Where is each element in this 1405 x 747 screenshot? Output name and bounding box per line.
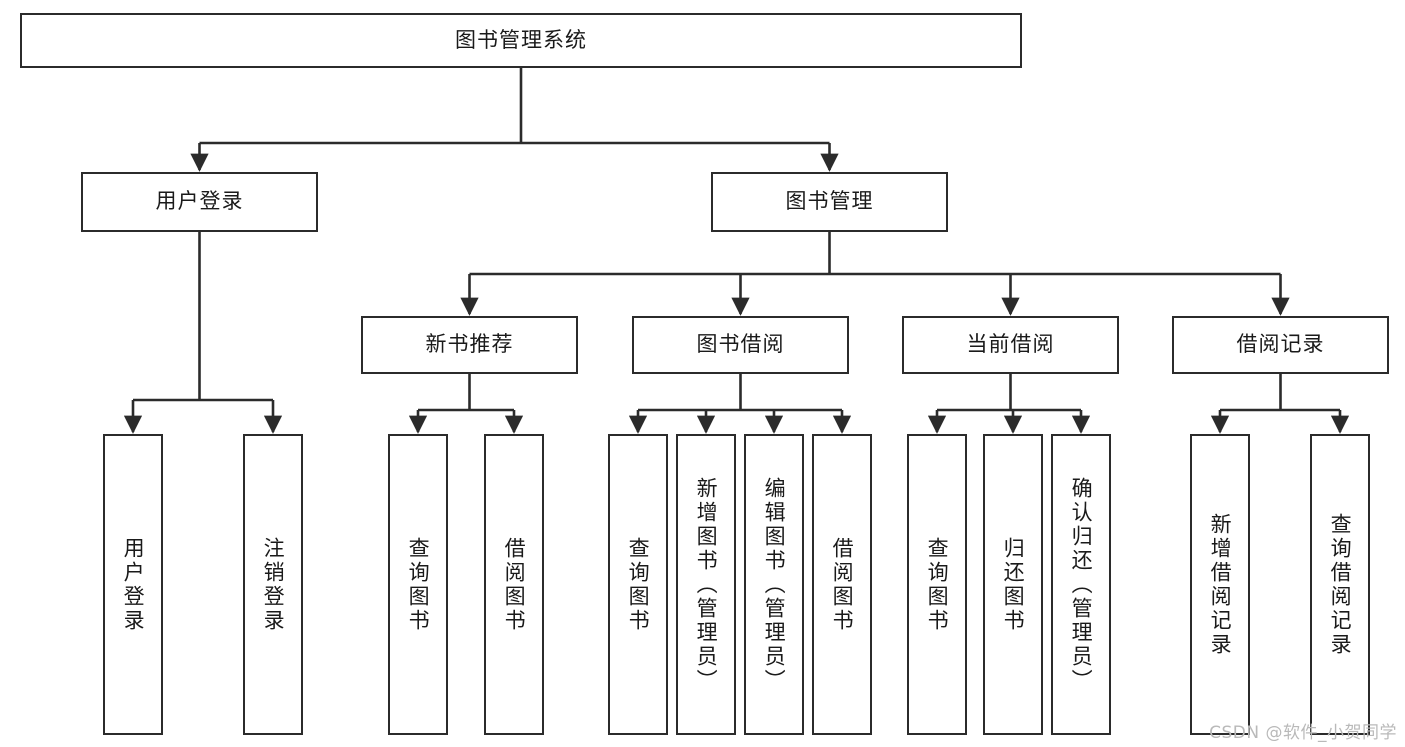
node-label: 图书借阅 — [696, 332, 785, 357]
leaf-node[interactable]: 查询图书 — [907, 434, 967, 735]
branch-node-l2[interactable]: 图书借阅 — [632, 316, 849, 374]
branch-node-l2[interactable]: 当前借阅 — [902, 316, 1119, 374]
node-label: 查询图书 — [406, 536, 431, 633]
node-label: 图书管理 — [785, 189, 874, 214]
branch-node-l2[interactable]: 借阅记录 — [1172, 316, 1389, 374]
leaf-node[interactable]: 确认归还（管理员） — [1051, 434, 1111, 735]
node-label: 确认归还（管理员） — [1069, 476, 1094, 693]
node-label: 新书推荐 — [425, 332, 514, 357]
leaf-node[interactable]: 注销登录 — [243, 434, 303, 735]
node-label: 当前借阅 — [966, 332, 1055, 357]
node-label: 用户登录 — [155, 189, 244, 214]
leaf-node[interactable]: 借阅图书 — [484, 434, 544, 735]
branch-node-l2[interactable]: 新书推荐 — [361, 316, 578, 374]
node-label: 查询借阅记录 — [1328, 512, 1353, 657]
node-label: 图书管理系统 — [455, 27, 587, 52]
node-label: 编辑图书（管理员） — [762, 476, 787, 693]
node-label: 借阅图书 — [830, 536, 855, 633]
root-node[interactable]: 图书管理系统 — [20, 13, 1022, 68]
node-label: 新增图书（管理员） — [694, 476, 719, 693]
leaf-node[interactable]: 用户登录 — [103, 434, 163, 735]
branch-node-l1[interactable]: 图书管理 — [711, 172, 948, 232]
leaf-node[interactable]: 借阅图书 — [812, 434, 872, 735]
leaf-node[interactable]: 归还图书 — [983, 434, 1043, 735]
node-label: 用户登录 — [121, 536, 146, 633]
node-label: 归还图书 — [1001, 536, 1026, 633]
node-label: 查询图书 — [925, 536, 950, 633]
node-label: 注销登录 — [261, 536, 286, 633]
node-label: 借阅记录 — [1236, 332, 1325, 357]
leaf-node[interactable]: 查询借阅记录 — [1310, 434, 1370, 735]
leaf-node[interactable]: 编辑图书（管理员） — [744, 434, 804, 735]
branch-node-l1[interactable]: 用户登录 — [81, 172, 318, 232]
leaf-node[interactable]: 查询图书 — [388, 434, 448, 735]
leaf-node[interactable]: 新增图书（管理员） — [676, 434, 736, 735]
node-label: 查询图书 — [626, 536, 651, 633]
node-label: 新增借阅记录 — [1208, 512, 1233, 657]
leaf-node[interactable]: 查询图书 — [608, 434, 668, 735]
node-label: 借阅图书 — [502, 536, 527, 633]
csdn-watermark: CSDN @软件_小贺同学 — [1209, 723, 1397, 743]
leaf-node[interactable]: 新增借阅记录 — [1190, 434, 1250, 735]
